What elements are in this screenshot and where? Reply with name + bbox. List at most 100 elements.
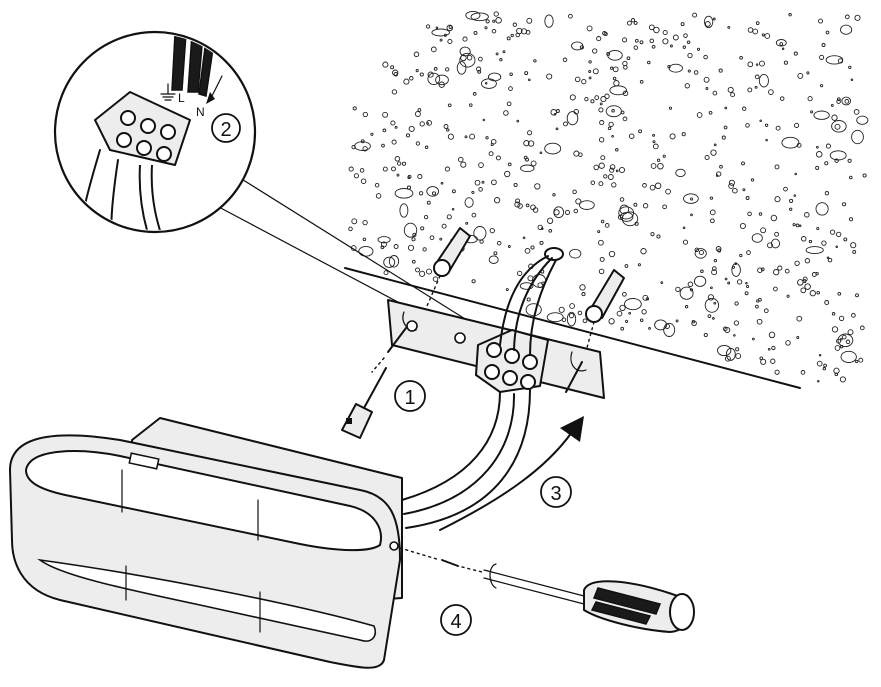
speckle <box>744 291 749 296</box>
speckle <box>562 57 568 63</box>
speckle <box>807 96 813 102</box>
speckle <box>514 201 521 208</box>
speckle <box>844 99 850 104</box>
speckle <box>446 128 450 132</box>
speckle <box>634 38 639 43</box>
speckle <box>490 142 494 147</box>
step-1-badge <box>394 380 426 412</box>
speckle <box>447 38 453 45</box>
speckle <box>779 96 785 101</box>
speckle <box>641 309 647 315</box>
speckle <box>419 72 424 77</box>
speckle <box>512 22 517 27</box>
speckle <box>411 259 416 264</box>
speckle <box>623 65 628 70</box>
speckle <box>656 158 661 162</box>
speckle <box>419 270 426 277</box>
step-4-badge <box>440 604 472 636</box>
speckle <box>615 148 619 152</box>
speckle <box>616 310 623 317</box>
speckle <box>408 125 415 132</box>
speckle <box>605 105 622 118</box>
speckle <box>652 133 656 137</box>
speckle <box>422 247 427 252</box>
speckle <box>544 14 554 28</box>
speckle <box>377 236 391 244</box>
speckle <box>607 49 623 61</box>
speckle <box>522 236 526 240</box>
speckle <box>709 209 716 216</box>
speckle <box>795 223 800 228</box>
speckle <box>532 207 539 213</box>
speckle <box>845 339 851 345</box>
speckle <box>574 76 581 83</box>
speckle <box>829 150 847 161</box>
speckle <box>675 319 679 323</box>
speckle <box>626 20 632 26</box>
speckle <box>656 234 661 239</box>
speckle <box>495 17 502 24</box>
speckle <box>675 168 686 178</box>
speckle <box>648 24 655 31</box>
speckle <box>569 248 582 259</box>
speckle <box>359 168 365 173</box>
speckle <box>555 109 560 113</box>
speckle <box>831 120 847 133</box>
speckle <box>850 78 854 82</box>
speckle <box>793 51 798 56</box>
speckle <box>390 120 396 126</box>
speckle <box>735 353 742 360</box>
mains-cable <box>499 247 564 356</box>
speckle <box>785 340 791 346</box>
speckle <box>752 28 759 35</box>
speckle <box>759 60 765 67</box>
speckle <box>507 245 511 248</box>
speckle <box>640 248 647 255</box>
speckle <box>358 245 374 257</box>
speckle <box>808 239 813 244</box>
speckle <box>596 36 602 42</box>
speckle <box>847 329 854 336</box>
speckle <box>573 150 580 157</box>
speckle <box>774 164 780 170</box>
speckle <box>652 143 659 150</box>
speckle <box>435 74 449 86</box>
wall-edge-line <box>344 267 801 389</box>
speckle <box>515 198 521 204</box>
speckle <box>394 188 414 199</box>
speckle <box>758 297 762 302</box>
speckle <box>789 198 794 203</box>
speckle <box>429 235 435 241</box>
speckle <box>768 89 774 95</box>
lift-arrow-icon <box>439 416 584 531</box>
speckle <box>388 255 400 268</box>
speckle <box>499 58 503 62</box>
speckle <box>493 197 501 204</box>
speckle <box>836 231 842 238</box>
speckle <box>446 24 454 32</box>
speckle <box>539 151 543 155</box>
speckle <box>852 249 857 254</box>
speckle <box>351 144 356 150</box>
speckle <box>774 369 780 375</box>
speckle <box>816 290 820 295</box>
speckle <box>818 18 823 24</box>
speckle <box>478 162 484 168</box>
speckle <box>526 17 533 24</box>
speckle <box>833 367 840 374</box>
speckle <box>417 108 422 112</box>
speckle <box>530 204 536 211</box>
speckle <box>777 265 783 271</box>
speckle <box>493 11 499 17</box>
speckle <box>813 110 830 120</box>
speckle <box>723 125 728 130</box>
speckle <box>747 61 754 68</box>
set-screw <box>441 559 483 573</box>
speckle <box>578 152 583 157</box>
speckle <box>418 191 424 196</box>
speckle <box>693 70 699 75</box>
speckle <box>571 41 584 51</box>
speckle <box>848 217 854 222</box>
speckle <box>598 239 604 246</box>
speckle <box>417 174 423 180</box>
